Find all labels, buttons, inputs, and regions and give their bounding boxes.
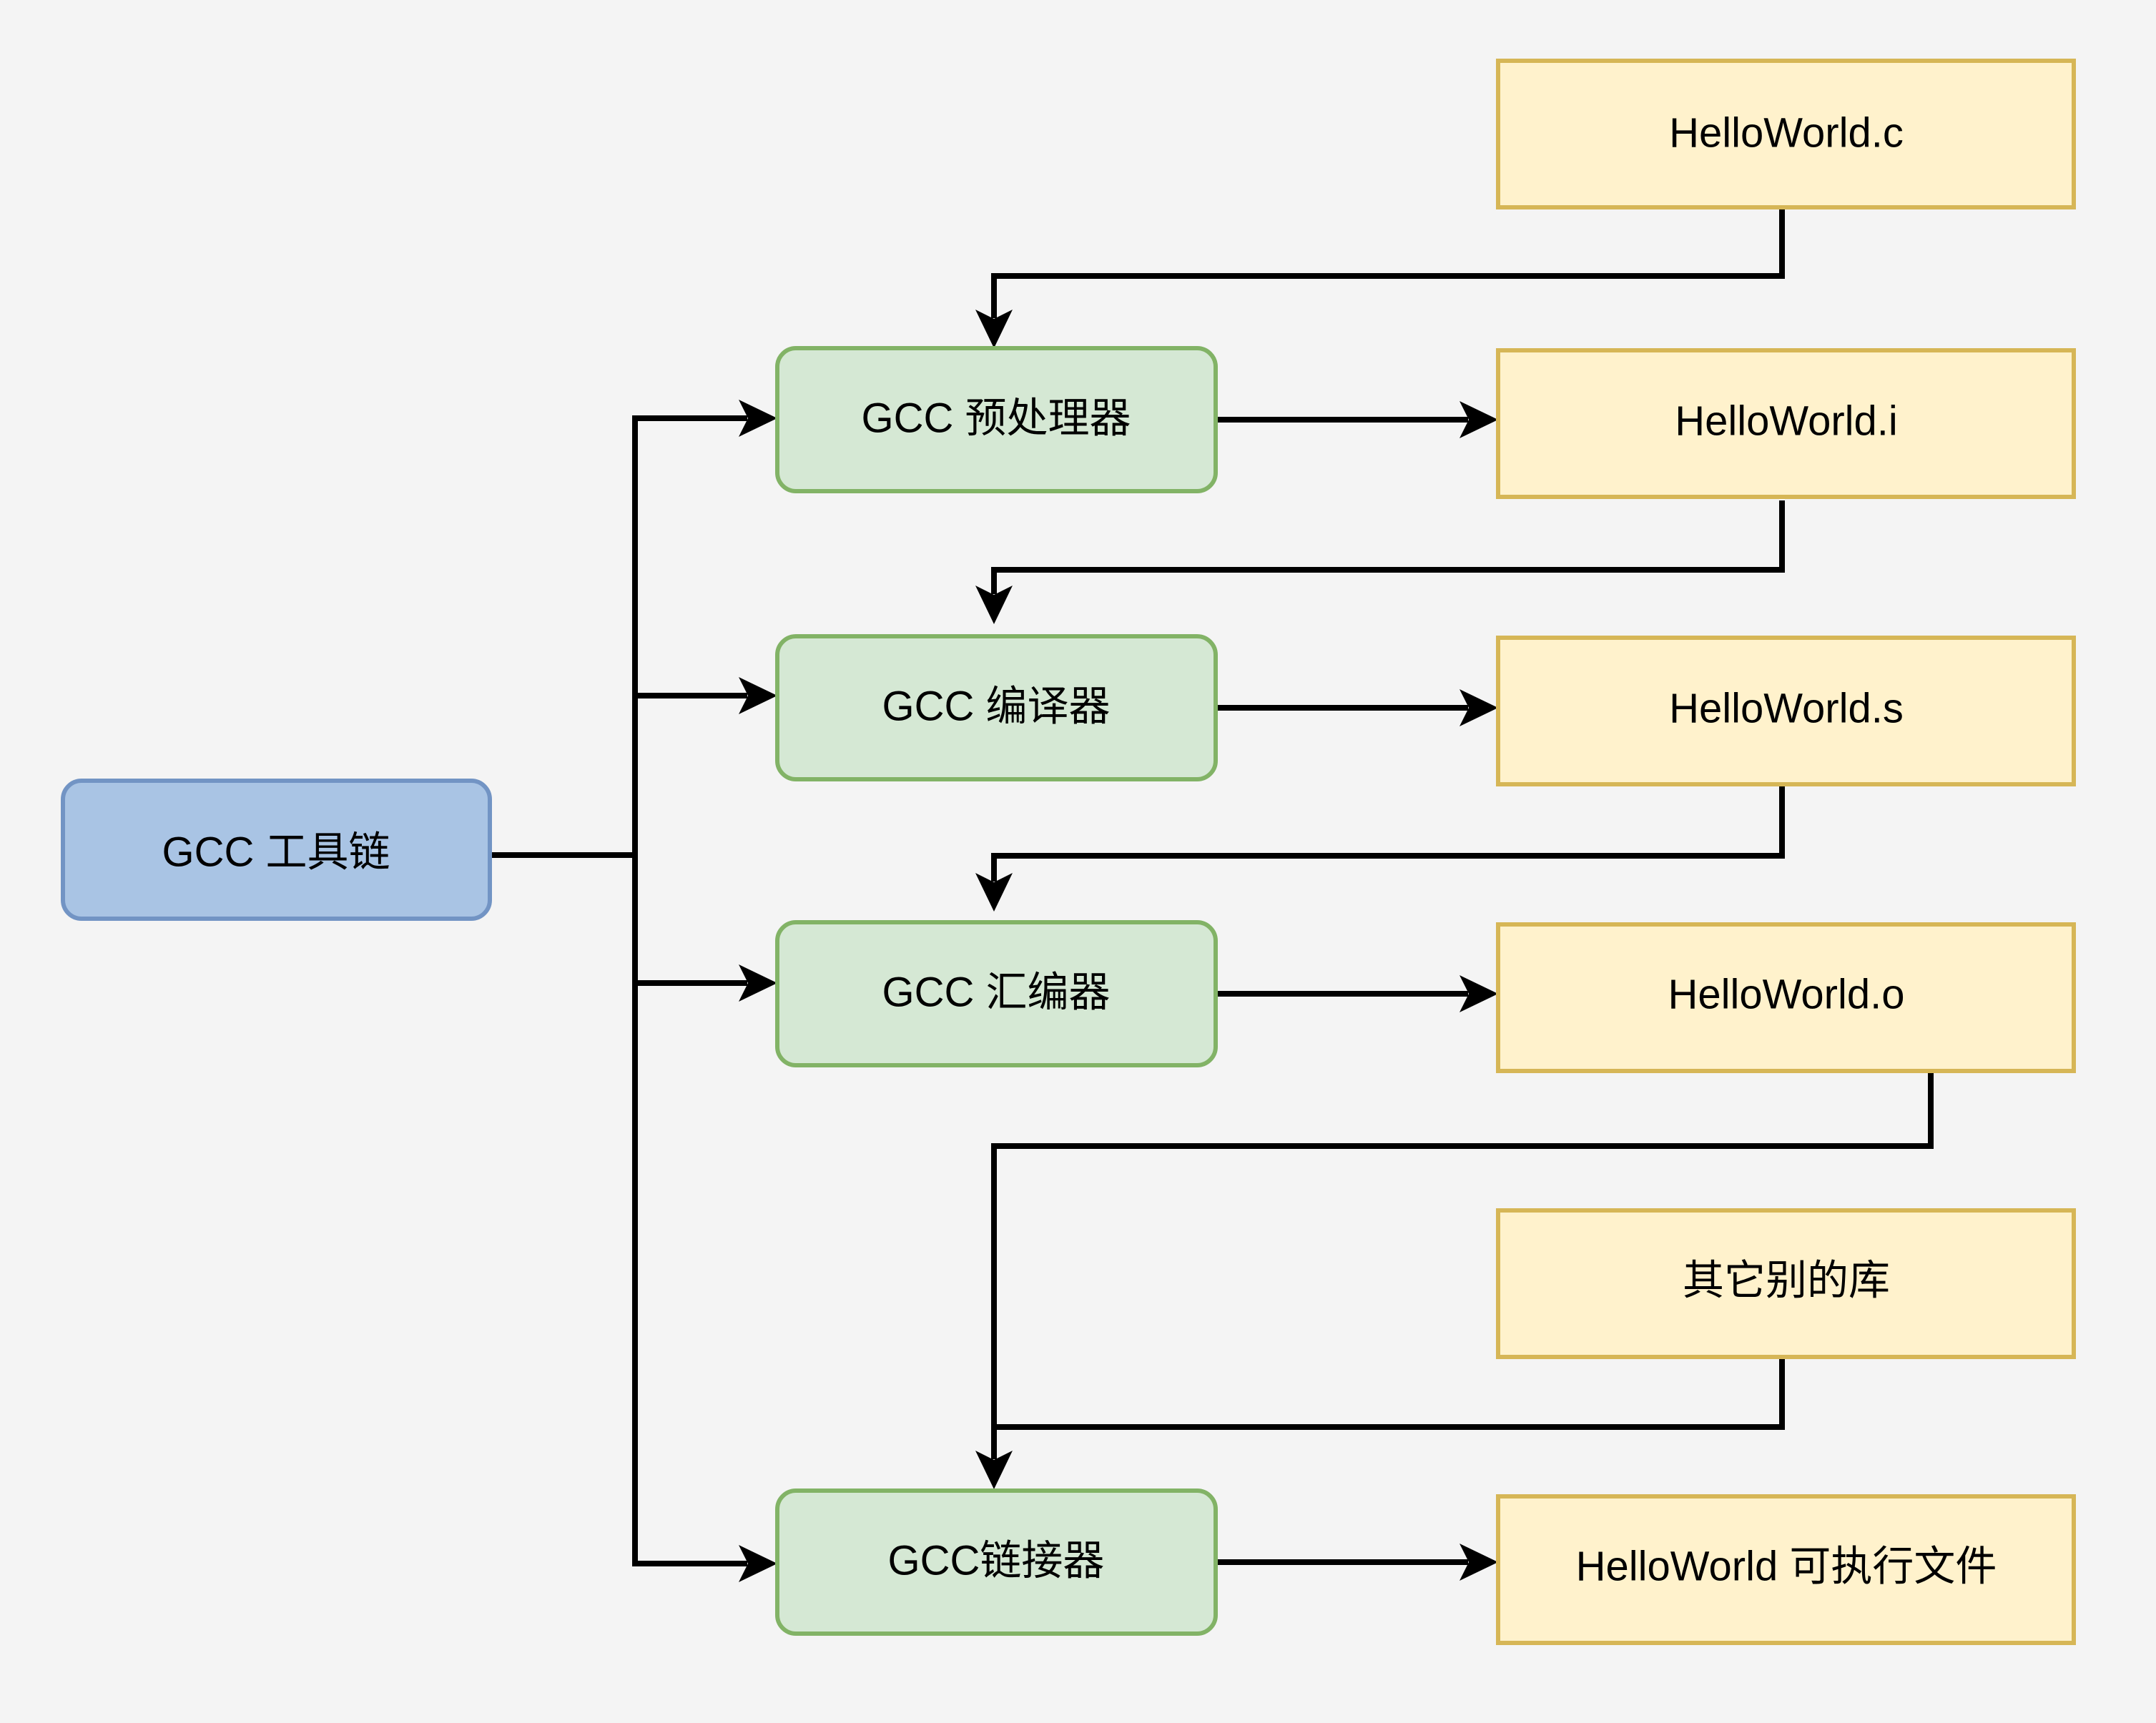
node-assembler-shape[interactable] — [775, 920, 1218, 1067]
arrowhead-preprocessor-to-preprocessed-file — [1460, 401, 1498, 438]
node-preprocessed-file[interactable]: HelloWorld.i — [1496, 348, 2076, 499]
node-linker-label: GCC链接器 — [888, 1537, 1105, 1584]
arrowhead-root-to-compiler — [739, 677, 777, 714]
edge-root-to-preprocessor — [490, 415, 747, 858]
arrowhead-root-to-preprocessor — [739, 400, 777, 437]
node-assembly-file-shape[interactable] — [1496, 636, 2076, 786]
arrowhead-preprocessed-file-to-compiler — [975, 586, 1013, 624]
node-assembler[interactable]: GCC 汇编器 — [775, 920, 1218, 1067]
edge-other-libraries-to-linker — [994, 1358, 1785, 1430]
node-source-file-label: HelloWorld.c — [1669, 109, 1904, 156]
node-preprocessor-label: GCC 预处理器 — [861, 395, 1131, 441]
node-assembly-file-label: HelloWorld.s — [1669, 685, 1904, 731]
arrowhead-assembler-to-object-file — [1460, 975, 1498, 1012]
arrowhead-object-file-to-linker — [975, 1451, 1013, 1489]
edge-source-to-preprocessor — [991, 207, 1785, 318]
node-assembly-file[interactable]: HelloWorld.s — [1496, 636, 2076, 786]
arrowhead-source-to-preprocessor — [975, 310, 1013, 348]
node-layer: GCC 工具链 GCC 预处理器 GCC 编译器 GCC 汇编器 GCC链接器 — [61, 59, 2076, 1645]
edge-layer — [490, 207, 1934, 1582]
node-executable-file-label: HelloWorld 可执行文件 — [1576, 1543, 1997, 1589]
edge-object-file-to-linker — [991, 1072, 1934, 1459]
arrowhead-linker-to-executable-file — [1460, 1544, 1498, 1581]
node-object-file-shape[interactable] — [1496, 922, 2076, 1073]
arrowhead-assembly-file-to-assembler — [975, 873, 1013, 912]
node-source-file[interactable]: HelloWorld.c — [1496, 59, 2076, 209]
arrowhead-compiler-to-assembly-file — [1460, 689, 1498, 726]
edge-root-to-linker — [632, 855, 747, 1566]
node-preprocessed-file-label: HelloWorld.i — [1675, 398, 1898, 444]
node-preprocessor-shape[interactable] — [775, 346, 1218, 493]
node-compiler-label: GCC 编译器 — [882, 683, 1110, 729]
node-preprocessor[interactable]: GCC 预处理器 — [775, 346, 1218, 493]
node-executable-file[interactable]: HelloWorld 可执行文件 — [1496, 1494, 2076, 1645]
arrowhead-root-to-assembler — [739, 964, 777, 1002]
node-compiler[interactable]: GCC 编译器 — [775, 634, 1218, 781]
node-object-file-label: HelloWorld.o — [1668, 971, 1905, 1017]
edge-preprocessed-file-to-compiler — [991, 500, 1785, 594]
node-object-file[interactable]: HelloWorld.o — [1496, 922, 2076, 1073]
node-root[interactable]: GCC 工具链 — [61, 779, 492, 921]
arrowhead-root-to-linker — [739, 1545, 777, 1582]
node-other-libraries[interactable]: 其它别的库 — [1496, 1208, 2076, 1359]
node-linker[interactable]: GCC链接器 — [775, 1489, 1218, 1636]
node-root-label: GCC 工具链 — [162, 829, 390, 875]
node-other-libraries-label: 其它别的库 — [1683, 1257, 1890, 1303]
node-executable-file-shape[interactable] — [1496, 1494, 2076, 1645]
edge-assembly-file-to-assembler — [991, 786, 1785, 882]
node-compiler-shape[interactable] — [775, 634, 1218, 781]
node-assembler-label: GCC 汇编器 — [882, 969, 1110, 1015]
node-other-libraries-shape[interactable] — [1496, 1208, 2076, 1359]
node-preprocessed-file-shape[interactable] — [1496, 348, 2076, 499]
node-root-shape[interactable] — [61, 779, 492, 921]
node-linker-shape[interactable] — [775, 1489, 1218, 1636]
node-source-file-shape[interactable] — [1496, 59, 2076, 209]
